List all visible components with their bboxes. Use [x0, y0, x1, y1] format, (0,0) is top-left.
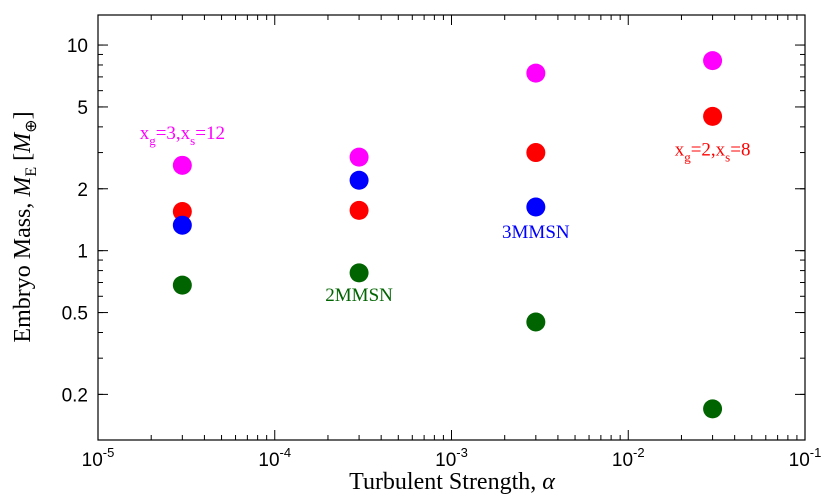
data-point: [172, 202, 192, 222]
data-point: [703, 106, 723, 126]
data-points: [172, 51, 723, 419]
data-point: [349, 147, 369, 167]
x-tick-label: 10-2: [612, 445, 645, 471]
annotations: xg=3,xs=12 xg=2,xs=8 2MMSN 3MMSN: [140, 123, 751, 306]
annotation-label: 2MMSN: [325, 285, 393, 306]
annotation-label: xg=2,xs=8: [675, 140, 751, 165]
y-tick-label: 10: [67, 36, 88, 57]
data-point: [349, 263, 369, 283]
data-point: [526, 197, 546, 217]
y-tick-label: 2: [77, 180, 88, 201]
x-tick-label: 10-3: [435, 445, 468, 471]
data-point: [703, 51, 723, 71]
plot-frame: [97, 14, 806, 441]
y-tick-label: 1: [77, 242, 88, 263]
annotation-label: 3MMSN: [502, 222, 570, 243]
x-axis-title: Turbulent Strength, α: [349, 469, 555, 495]
x-tick-label: 10-4: [258, 445, 291, 471]
x-tick-label: 10-5: [82, 445, 115, 471]
data-point: [172, 275, 192, 295]
data-point: [703, 399, 723, 419]
tick-labels: 10-5 10-4 10-3 10-2 10-1 0.2 0.5 1 2 5 10: [62, 36, 822, 471]
data-point: [172, 155, 192, 175]
annotation-label: xg=3,xs=12: [140, 123, 225, 148]
axis-ticks: [97, 15, 806, 440]
data-point: [172, 215, 192, 235]
data-point: [526, 63, 546, 83]
x-tick-label: 10-1: [789, 445, 822, 471]
data-point: [349, 200, 369, 220]
data-point: [526, 143, 546, 163]
y-axis-title: Embryo Mass, ME [M⊕]: [10, 111, 40, 342]
y-tick-label: 0.2: [62, 385, 88, 406]
y-tick-label: 5: [77, 98, 88, 119]
data-point: [526, 312, 546, 332]
data-point: [349, 170, 369, 190]
y-tick-label: 0.5: [62, 304, 88, 325]
